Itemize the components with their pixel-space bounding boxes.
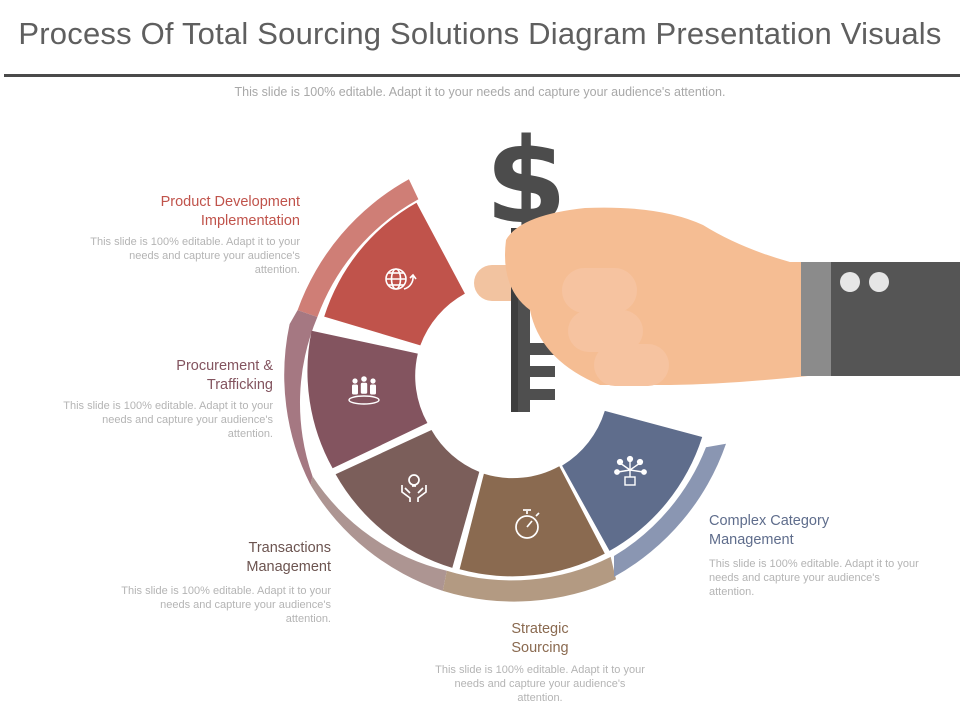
title-divider xyxy=(4,74,960,77)
desc-procurement: This slide is 100% editable. Adapt it to… xyxy=(63,400,273,440)
wedge-procurement xyxy=(307,330,428,469)
outer-rim xyxy=(284,179,726,602)
rim-product xyxy=(297,179,419,317)
cufflink-button xyxy=(869,272,889,292)
rim-transactions xyxy=(310,476,447,591)
rim-procurement xyxy=(284,310,318,485)
wedge-complex xyxy=(562,410,703,551)
label-strategic: Strategic Sourcing xyxy=(511,621,569,656)
rim-strategic xyxy=(442,556,616,602)
cufflink-button xyxy=(840,272,860,292)
network-icon xyxy=(614,455,647,486)
hand-holding-key: $ xyxy=(474,112,960,412)
label-transactions: Transactions Management xyxy=(246,540,331,575)
desc-complex: This slide is 100% editable. Adapt it to… xyxy=(709,558,919,598)
wedge-product xyxy=(324,202,465,346)
desc-strategic: This slide is 100% editable. Adapt it to… xyxy=(435,664,645,704)
stopwatch-icon xyxy=(515,509,540,539)
wedge-transactions xyxy=(335,430,480,568)
desc-transactions: This slide is 100% editable. Adapt it to… xyxy=(121,585,331,625)
desc-product: This slide is 100% editable. Adapt it to… xyxy=(90,236,300,276)
team-icon xyxy=(348,376,380,405)
page-title: Process Of Total Sourcing Solutions Diag… xyxy=(18,16,942,51)
label-product: Product Development Implementation xyxy=(160,194,300,229)
label-complex: Complex Category Management xyxy=(709,513,830,548)
hands-idea-icon xyxy=(401,474,427,502)
page-subtitle: This slide is 100% editable. Adapt it to… xyxy=(234,85,726,99)
globe-icon xyxy=(385,268,417,290)
rim-complex xyxy=(614,443,726,577)
label-procurement: Procurement & Trafficking xyxy=(176,358,273,393)
